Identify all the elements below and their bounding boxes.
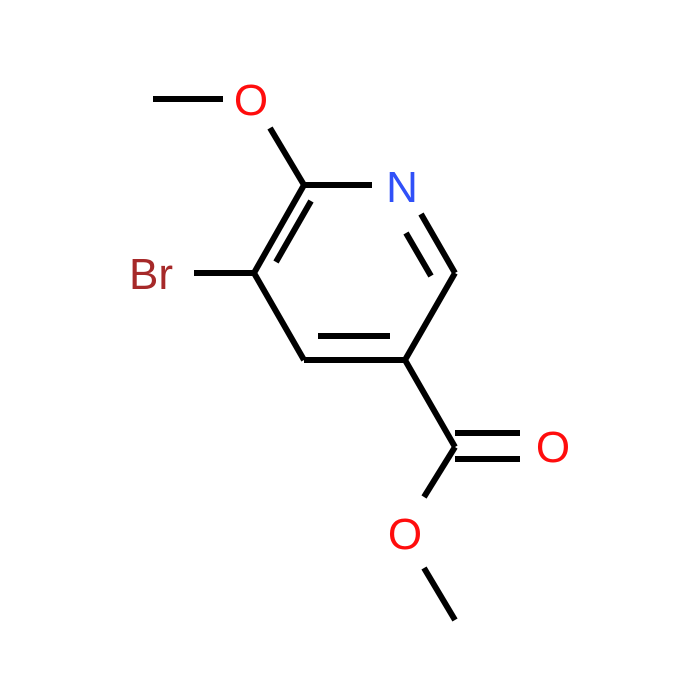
bond-carbonyl-c-ester-o [421, 445, 458, 499]
bond-methoxy-o-c6 [267, 126, 307, 187]
bond-c5-c6 [251, 183, 307, 275]
bond-ester-o-methyl [421, 566, 458, 622]
bond-n1-c2 [418, 212, 458, 275]
bond-c3-carbonyl-c [402, 358, 458, 449]
atom-br-label: Br [129, 250, 173, 299]
atom-ring-n-label: N [386, 163, 418, 212]
bond-c4-c5 [251, 271, 307, 362]
bond-c2-c3 [402, 271, 458, 362]
atom-ester-o-label: O [388, 510, 422, 559]
atom-methoxy-o-label: O [234, 76, 268, 125]
atom-carbonyl-o-label: O [536, 423, 570, 472]
bond-n1-c2-inner [403, 231, 434, 278]
bond-c5-c6-inner [273, 199, 314, 264]
